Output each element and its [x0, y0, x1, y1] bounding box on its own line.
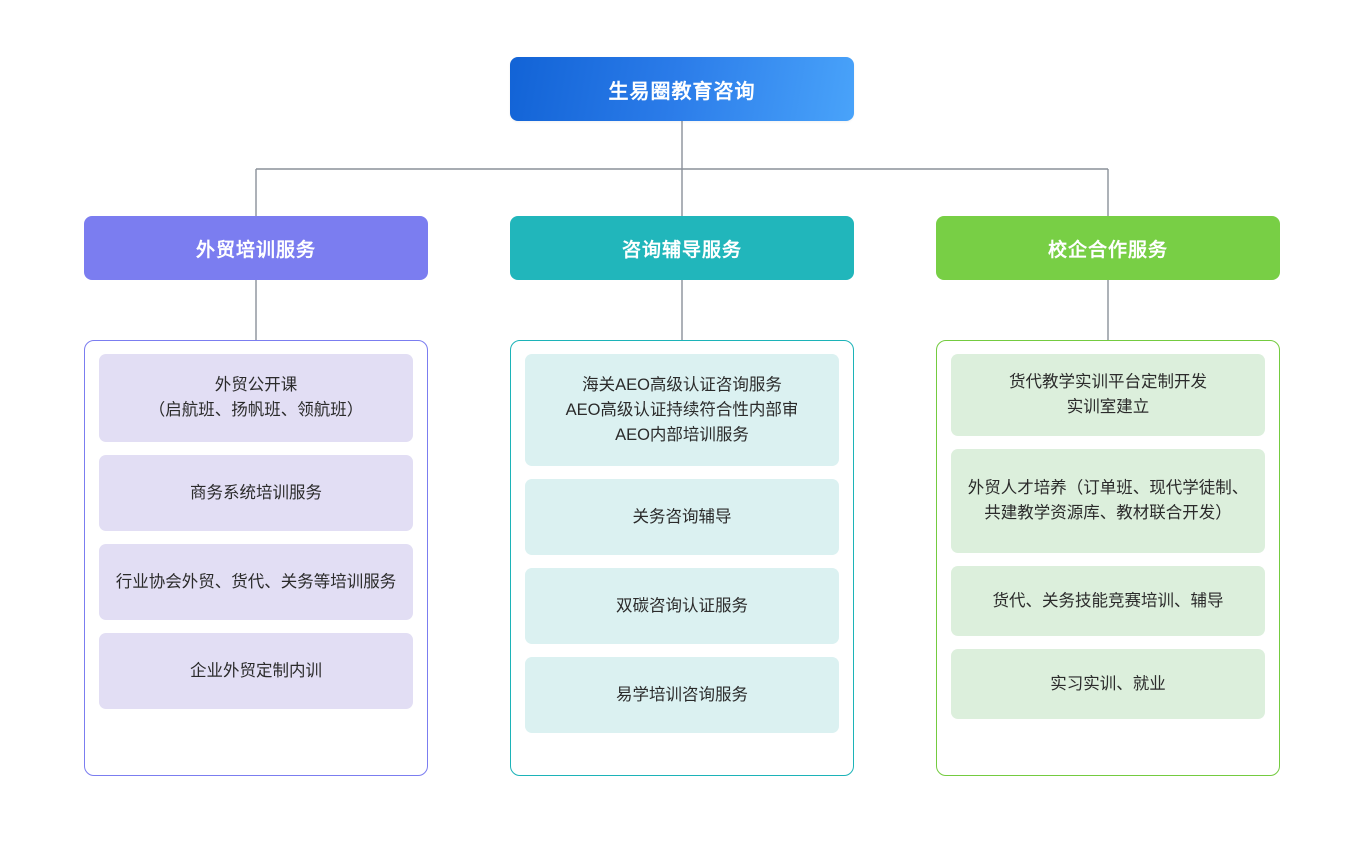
branch-column-foreign-trade-training: 外贸培训服务 外贸公开课 （启航班、扬帆班、领航班） 商务系统培训服务 行业协会…: [84, 216, 428, 776]
list-item[interactable]: 货代、关务技能竞赛培训、辅导: [951, 566, 1265, 636]
branch-group-box-school-enterprise-cooperation: 货代教学实训平台定制开发 实训室建立 外贸人才培养（订单班、现代学徒制、共建教学…: [936, 340, 1280, 776]
branch-header-label: 咨询辅导服务: [621, 239, 742, 261]
branch-group-box-foreign-trade-training: 外贸公开课 （启航班、扬帆班、领航班） 商务系统培训服务 行业协会外贸、货代、关…: [84, 340, 428, 776]
branch-header-label: 校企合作服务: [1047, 239, 1168, 261]
list-item[interactable]: 货代教学实训平台定制开发 实训室建立: [951, 354, 1265, 436]
list-item[interactable]: 海关AEO高级认证咨询服务 AEO高级认证持续符合性内部审 AEO内部培训服务: [525, 354, 839, 466]
list-item[interactable]: 易学培训咨询服务: [525, 657, 839, 733]
list-item[interactable]: 商务系统培训服务: [99, 455, 413, 531]
list-item[interactable]: 外贸人才培养（订单班、现代学徒制、共建教学资源库、教材联合开发）: [951, 449, 1265, 553]
branch-group-box-consulting-tutoring: 海关AEO高级认证咨询服务 AEO高级认证持续符合性内部审 AEO内部培训服务 …: [510, 340, 854, 776]
branch-column-consulting-tutoring: 咨询辅导服务 海关AEO高级认证咨询服务 AEO高级认证持续符合性内部审 AEO…: [510, 216, 854, 776]
root-node-label: 生易圈教育咨询: [608, 80, 756, 103]
list-item[interactable]: 实习实训、就业: [951, 649, 1265, 719]
list-item[interactable]: 企业外贸定制内训: [99, 633, 413, 709]
branch-header-consulting-tutoring[interactable]: 咨询辅导服务: [510, 216, 854, 280]
list-item[interactable]: 行业协会外贸、货代、关务等培训服务: [99, 544, 413, 620]
branch-header-school-enterprise-cooperation[interactable]: 校企合作服务: [936, 216, 1280, 280]
list-item[interactable]: 双碳咨询认证服务: [525, 568, 839, 644]
branch-column-school-enterprise-cooperation: 校企合作服务 货代教学实训平台定制开发 实训室建立 外贸人才培养（订单班、现代学…: [936, 216, 1280, 776]
list-item[interactable]: 外贸公开课 （启航班、扬帆班、领航班）: [99, 354, 413, 442]
list-item[interactable]: 关务咨询辅导: [525, 479, 839, 555]
root-node[interactable]: 生易圈教育咨询: [510, 57, 854, 121]
branch-header-label: 外贸培训服务: [195, 239, 316, 261]
branch-header-foreign-trade-training[interactable]: 外贸培训服务: [84, 216, 428, 280]
